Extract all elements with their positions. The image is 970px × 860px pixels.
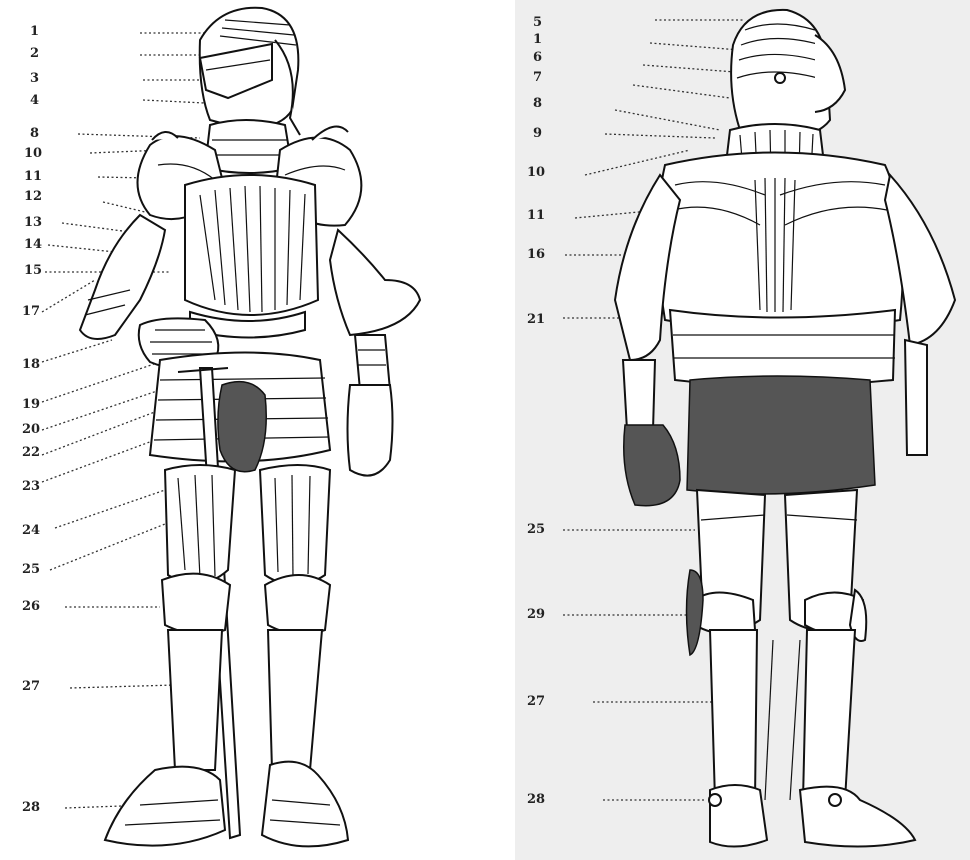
front-label-13: 13 — [24, 216, 42, 230]
back-label-25: 25 — [527, 523, 545, 537]
front-label-19: 19 — [22, 398, 40, 412]
front-label-23: 23 — [22, 480, 40, 494]
front-label-22: 22 — [22, 446, 40, 460]
front-label-14: 14 — [24, 238, 42, 252]
front-label-17: 17 — [22, 305, 40, 319]
front-tassets — [150, 353, 330, 472]
back-legs — [687, 490, 867, 800]
back-armor-drawing — [515, 0, 970, 860]
front-label-1: 1 — [30, 25, 39, 39]
back-view-panel: 5 1 6 7 8 9 10 11 16 21 25 29 27 28 — [515, 0, 970, 860]
back-label-11: 11 — [527, 209, 545, 223]
front-label-4: 4 — [30, 94, 39, 108]
front-label-10: 10 — [24, 147, 42, 161]
back-backplate — [658, 153, 903, 387]
front-armor-drawing — [0, 0, 515, 860]
back-mail-skirt — [687, 376, 875, 494]
back-label-16: 16 — [527, 248, 545, 262]
back-label-27: 27 — [527, 695, 545, 709]
front-label-28: 28 — [22, 801, 40, 815]
front-helmet — [200, 8, 300, 135]
front-breastplate — [185, 175, 318, 338]
back-label-7: 7 — [533, 71, 542, 85]
back-label-5: 5 — [533, 16, 542, 30]
front-label-24: 24 — [22, 524, 40, 538]
front-label-15: 15 — [24, 264, 42, 278]
back-label-6: 6 — [533, 51, 542, 65]
front-label-25: 25 — [22, 563, 40, 577]
front-label-26: 26 — [22, 600, 40, 614]
back-label-8: 8 — [533, 97, 542, 111]
back-label-9: 9 — [533, 127, 542, 141]
back-label-10: 10 — [527, 166, 545, 180]
back-label-21: 21 — [527, 313, 545, 327]
back-sabatons — [709, 785, 915, 847]
back-helmet — [731, 10, 845, 136]
front-label-18: 18 — [22, 358, 40, 372]
front-label-20: 20 — [22, 423, 40, 437]
back-label-1: 1 — [533, 33, 542, 47]
front-view-panel: 1 2 3 4 8 10 11 12 13 14 15 17 18 19 20 … — [0, 0, 515, 860]
back-label-29: 29 — [527, 608, 545, 622]
front-label-12: 12 — [24, 190, 42, 204]
front-legs — [162, 465, 330, 770]
front-label-11: 11 — [24, 170, 42, 184]
front-label-3: 3 — [30, 72, 39, 86]
back-label-28: 28 — [527, 793, 545, 807]
front-label-27: 27 — [22, 680, 40, 694]
front-label-2: 2 — [30, 47, 39, 61]
front-label-8: 8 — [30, 127, 39, 141]
